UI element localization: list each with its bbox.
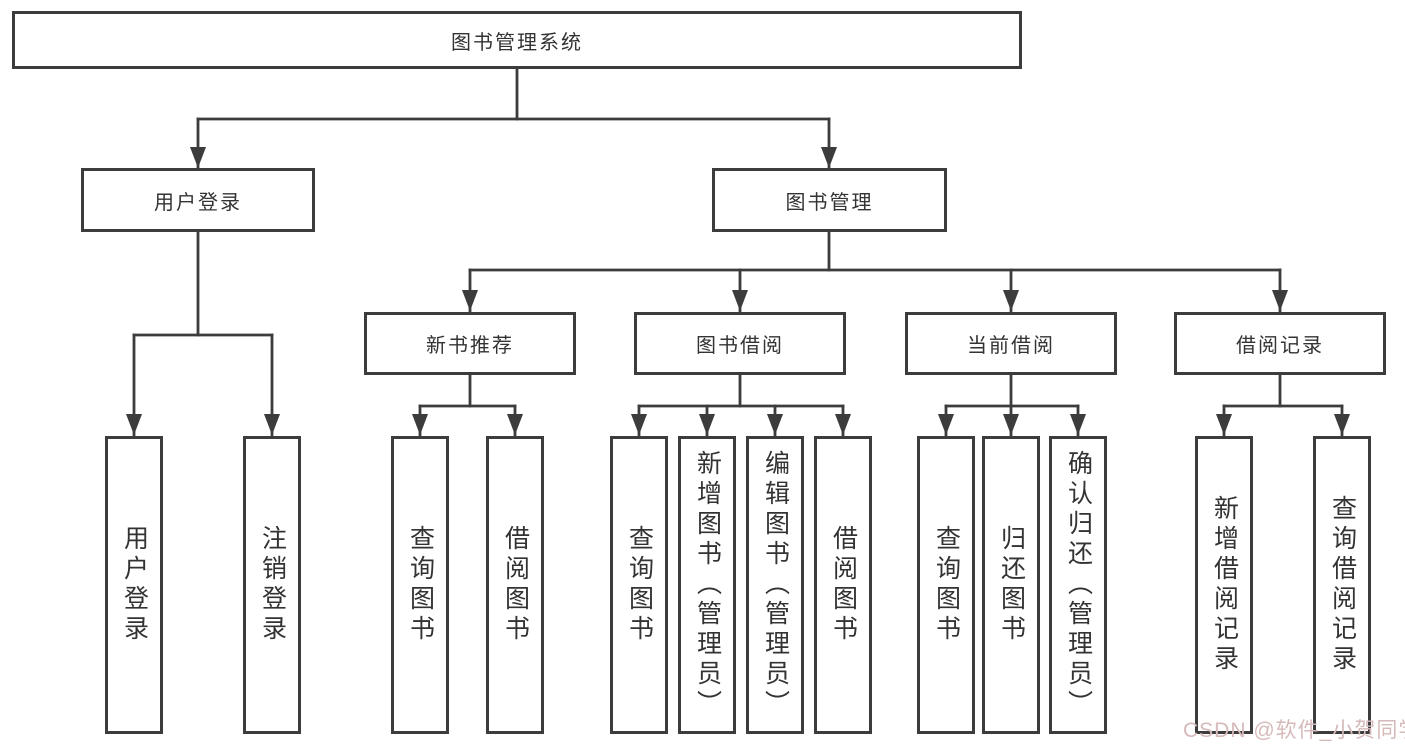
leaf-cb-confirm-return-admin-label: 确认归还（管理员） [1064,450,1093,720]
node-book-management-label: 图书管理 [785,191,874,214]
leaf-bb-borrow-books: 借阅图书 [814,436,872,734]
leaf-bb-edit-books-admin: 编辑图书（管理员） [746,436,804,734]
connector-current-borrowing-to-leaves [938,373,1086,437]
leaf-user-login-label: 用户登录 [120,525,149,645]
leaf-logout-label: 注销登录 [258,525,287,645]
node-user-login: 用户登录 [81,168,315,232]
leaf-nbr-query-books-label: 查询图书 [406,525,435,645]
leaf-cb-confirm-return-admin: 确认归还（管理员） [1049,436,1107,734]
leaf-bb-add-books-admin-label: 新增图书（管理员） [693,450,722,720]
leaf-br-add-record-label: 新增借阅记录 [1210,495,1239,675]
leaf-cb-query-books-label: 查询图书 [932,525,961,645]
connector-book-borrowing-to-leaves [631,373,851,437]
leaf-bb-borrow-books-label: 借阅图书 [829,525,858,645]
leaf-logout: 注销登录 [243,436,301,734]
leaf-bb-edit-books-admin-label: 编辑图书（管理员） [761,450,790,720]
connector-user-login-to-leaves [126,230,280,437]
node-book-borrowing: 图书借阅 [634,312,846,375]
leaf-bb-query-books-label: 查询图书 [625,525,654,645]
leaf-bb-add-books-admin: 新增图书（管理员） [678,436,736,734]
node-book-borrowing-label: 图书借阅 [696,335,784,357]
leaf-br-query-record: 查询借阅记录 [1313,436,1371,734]
node-current-borrowing-label: 当前借阅 [967,335,1055,357]
node-current-borrowing: 当前借阅 [905,312,1117,375]
leaf-nbr-borrow-books-label: 借阅图书 [501,525,530,645]
node-user-login-label: 用户登录 [154,191,242,214]
connector-borrowing-records-to-leaves [1216,373,1350,437]
node-borrowing-records-label: 借阅记录 [1236,335,1324,357]
leaf-br-query-record-label: 查询借阅记录 [1328,495,1357,675]
node-book-management: 图书管理 [712,168,947,232]
leaf-br-add-record: 新增借阅记录 [1195,436,1253,734]
leaf-nbr-borrow-books: 借阅图书 [486,436,544,734]
node-root: 图书管理系统 [12,11,1022,69]
leaf-user-login: 用户登录 [105,436,163,734]
node-new-book-recommend: 新书推荐 [364,312,576,375]
connector-root-to-level2 [190,67,837,170]
leaf-cb-return-books-label: 归还图书 [997,525,1026,645]
node-borrowing-records: 借阅记录 [1174,312,1386,375]
leaf-nbr-query-books: 查询图书 [391,436,449,734]
node-root-label: 图书管理系统 [451,31,583,54]
watermark: CSDN @软件_小贺同学 [1183,719,1405,742]
leaf-cb-return-books: 归还图书 [982,436,1040,734]
node-new-book-recommend-label: 新书推荐 [426,335,514,357]
leaf-bb-query-books: 查询图书 [610,436,668,734]
leaf-cb-query-books: 查询图书 [917,436,975,734]
connector-book-management-to-level3 [462,230,1288,313]
connector-new-book-recommend-to-leaves [412,373,523,437]
